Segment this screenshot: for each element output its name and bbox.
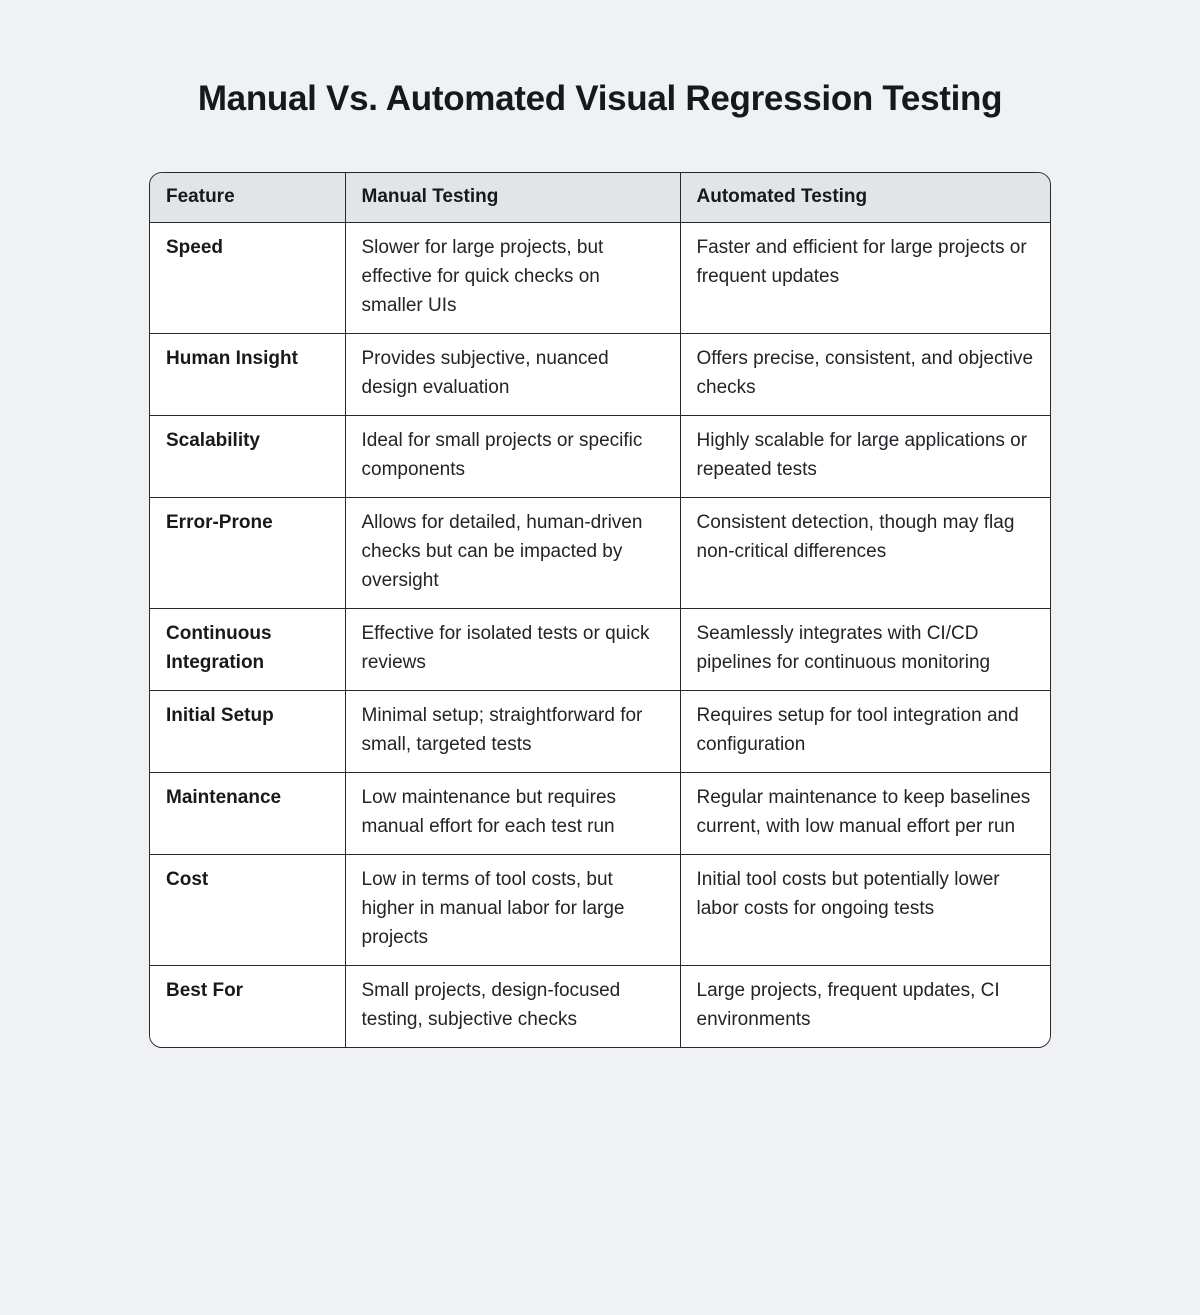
table-row-continuous-integration: Continuous Integration Effective for iso… bbox=[150, 608, 1050, 691]
table-row-speed: Speed Slower for large projects, but eff… bbox=[150, 222, 1050, 334]
header-row: Feature Manual Testing Automated Testing bbox=[150, 173, 1050, 223]
table-row-human-insight: Human Insight Provides subjective, nuanc… bbox=[150, 333, 1050, 416]
automated-cell: Consistent detection, though may flag no… bbox=[680, 497, 1050, 609]
table-row-scalability: Scalability Ideal for small projects or … bbox=[150, 415, 1050, 498]
feature-cell: Continuous Integration bbox=[150, 608, 346, 691]
feature-cell: Speed bbox=[150, 222, 346, 334]
table-row-maintenance: Maintenance Low maintenance but requires… bbox=[150, 772, 1050, 855]
manual-cell: Low in terms of tool costs, but higher i… bbox=[345, 854, 681, 966]
comparison-table-grid: Feature Manual Testing Automated Testing… bbox=[150, 173, 1050, 1047]
table-row-initial-setup: Initial Setup Minimal setup; straightfor… bbox=[150, 690, 1050, 773]
automated-cell: Requires setup for tool integration and … bbox=[680, 690, 1050, 773]
feature-cell: Cost bbox=[150, 854, 346, 966]
manual-cell: Allows for detailed, human-driven checks… bbox=[345, 497, 681, 609]
manual-cell: Ideal for small projects or specific com… bbox=[345, 415, 681, 498]
feature-cell: Human Insight bbox=[150, 333, 346, 416]
feature-cell: Scalability bbox=[150, 415, 346, 498]
manual-cell: Minimal setup; straightforward for small… bbox=[345, 690, 681, 773]
automated-cell: Highly scalable for large applications o… bbox=[680, 415, 1050, 498]
automated-cell: Faster and efficient for large projects … bbox=[680, 222, 1050, 334]
comparison-table: Feature Manual Testing Automated Testing… bbox=[149, 172, 1051, 1048]
manual-cell: Low maintenance but requires manual effo… bbox=[345, 772, 681, 855]
manual-cell: Provides subjective, nuanced design eval… bbox=[345, 333, 681, 416]
feature-cell: Initial Setup bbox=[150, 690, 346, 773]
table-row-error-prone: Error-Prone Allows for detailed, human-d… bbox=[150, 497, 1050, 609]
automated-cell: Initial tool costs but potentially lower… bbox=[680, 854, 1050, 966]
column-header-automated-testing: Automated Testing bbox=[680, 173, 1050, 223]
manual-cell: Effective for isolated tests or quick re… bbox=[345, 608, 681, 691]
feature-cell: Best For bbox=[150, 965, 346, 1047]
automated-cell: Large projects, frequent updates, CI env… bbox=[680, 965, 1050, 1047]
page-title: Manual Vs. Automated Visual Regression T… bbox=[197, 79, 1003, 118]
manual-cell: Slower for large projects, but effective… bbox=[345, 222, 681, 334]
feature-cell: Maintenance bbox=[150, 772, 346, 855]
page: { "page": { "title": "Manual Vs. Automat… bbox=[0, 78, 1200, 1315]
feature-cell: Error-Prone bbox=[150, 497, 346, 609]
automated-cell: Offers precise, consistent, and objectiv… bbox=[680, 333, 1050, 416]
manual-cell: Small projects, design-focused testing, … bbox=[345, 965, 681, 1047]
automated-cell: Seamlessly integrates with CI/CD pipelin… bbox=[680, 608, 1050, 691]
table-row-cost: Cost Low in terms of tool costs, but hig… bbox=[150, 854, 1050, 966]
automated-cell: Regular maintenance to keep baselines cu… bbox=[680, 772, 1050, 855]
column-header-manual-testing: Manual Testing bbox=[345, 173, 681, 223]
table-row-best-for: Best For Small projects, design-focused … bbox=[150, 965, 1050, 1047]
column-header-feature: Feature bbox=[150, 173, 346, 223]
